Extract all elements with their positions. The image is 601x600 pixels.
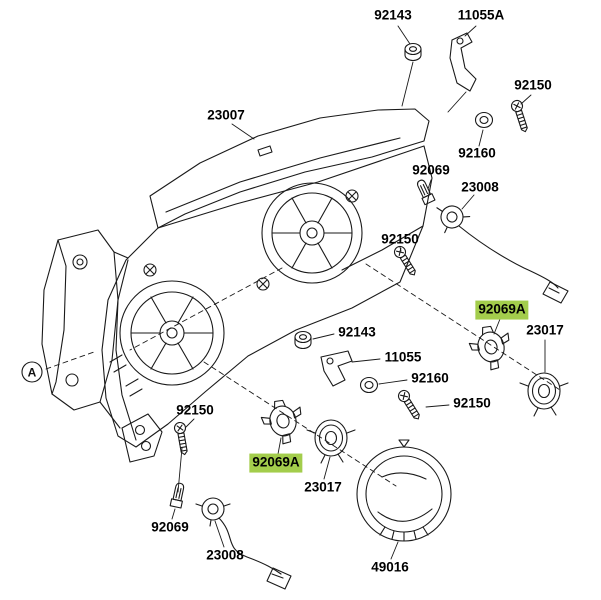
bulb-icon	[169, 481, 187, 509]
part-label-92069A[interactable]: 92069A	[249, 453, 303, 473]
part-label-92160: 92160	[458, 145, 496, 161]
part-label-92143: 92143	[374, 7, 412, 23]
part-label-92160: 92160	[411, 370, 449, 386]
part-label-92150: 92150	[381, 231, 419, 247]
part-label-23017: 23017	[304, 479, 342, 495]
rubber-cover-icon	[356, 439, 452, 542]
headlight-trim	[149, 108, 430, 229]
bulb-icon	[414, 177, 436, 206]
screw-icon	[509, 98, 532, 134]
bracket-icon	[320, 350, 353, 387]
part-label-11055A: 11055A	[457, 7, 505, 23]
view-callout-a-letter: A	[28, 366, 37, 380]
headlight-housing	[101, 145, 433, 463]
bulb-holder-icon	[465, 320, 517, 374]
part-label-92150: 92150	[176, 402, 214, 418]
part-label-23008: 23008	[206, 547, 244, 563]
washer-icon	[359, 376, 379, 394]
bulb-holder-icon	[257, 394, 309, 448]
part-label-23008: 23008	[461, 179, 499, 195]
part-label-11055: 11055	[384, 349, 422, 365]
bulb-socket-icon	[430, 201, 569, 304]
part-label-49016: 49016	[371, 559, 409, 575]
part-label-92069: 92069	[412, 162, 450, 178]
mount-bracket	[41, 229, 129, 429]
flange-nut-icon	[294, 330, 312, 350]
bracket-icon	[449, 32, 477, 92]
part-label-92150: 92150	[514, 77, 552, 93]
part-label-92069A[interactable]: 92069A	[475, 300, 529, 320]
flange-nut-icon	[404, 42, 422, 62]
part-label-92143: 92143	[338, 324, 376, 340]
part-label-92069: 92069	[151, 519, 189, 535]
screw-icon	[395, 387, 424, 423]
dust-cover-icon	[306, 419, 356, 464]
bulb-socket-icon	[195, 497, 292, 590]
assembly-axis-lines	[45, 263, 561, 487]
part-label-23007: 23007	[207, 107, 245, 123]
part-label-92150: 92150	[453, 395, 491, 411]
washer-icon	[474, 111, 494, 129]
part-label-23017: 23017	[526, 322, 564, 338]
view-callout-a: A	[21, 361, 43, 383]
